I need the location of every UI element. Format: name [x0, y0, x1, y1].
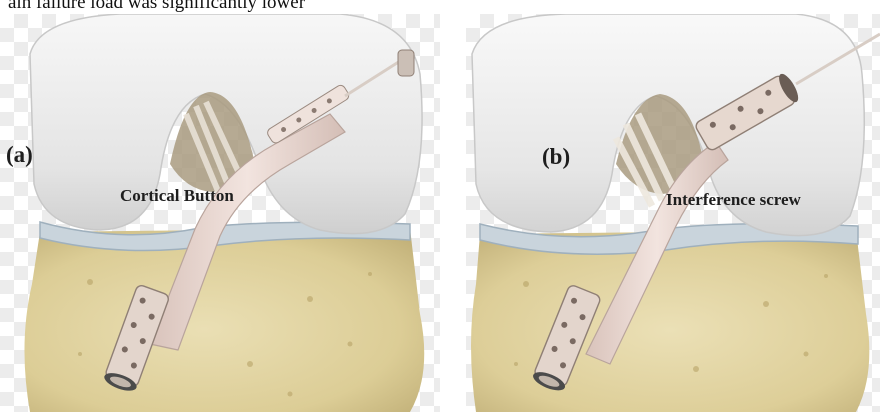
- panel-a-letter: (a): [6, 142, 33, 168]
- panel-a-device-label: Cortical Button: [120, 186, 234, 206]
- tibia-bone: [24, 228, 424, 412]
- panel-b-letter: (b): [542, 144, 570, 170]
- tibia-bone: [471, 230, 869, 412]
- panel-b-device-label: Interference screw: [666, 190, 801, 210]
- caption-text: ain failure load was significantly lower: [8, 0, 305, 14]
- caption-line: ain failure load was significantly lower: [0, 0, 880, 14]
- knee-drawing-a: [0, 14, 440, 412]
- knee-drawing-b: [466, 14, 880, 412]
- knee-illustration-cortical-button: (a) Cortical Button: [0, 14, 440, 412]
- cortical-button-icon: [398, 50, 414, 76]
- knee-illustration-interference-screw: (b) Interference screw: [466, 14, 880, 412]
